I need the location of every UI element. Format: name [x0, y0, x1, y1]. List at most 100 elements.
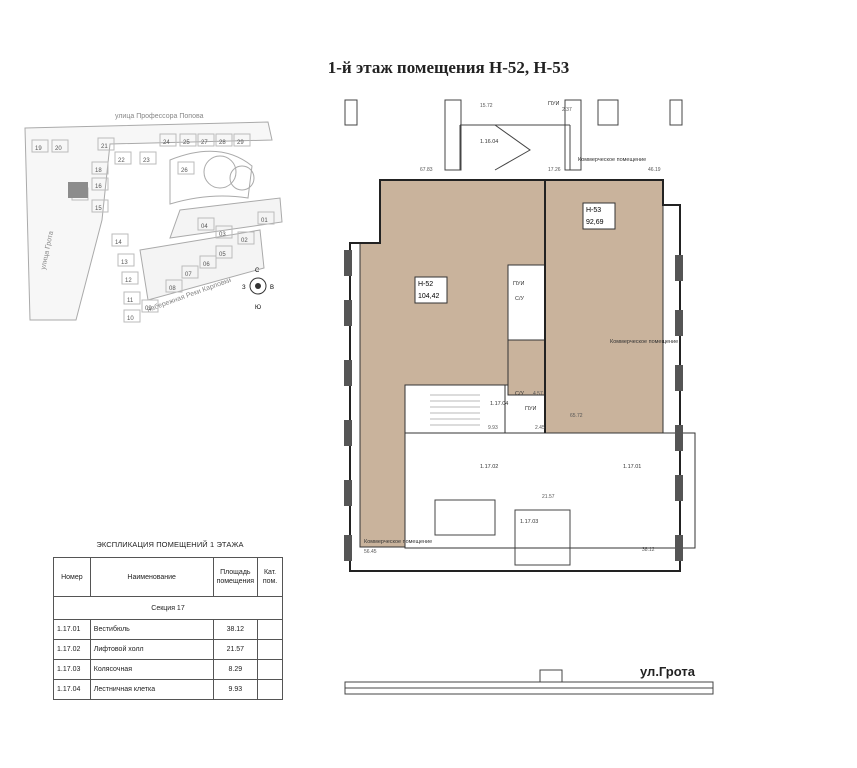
key-plan: улица Профессора Попова улица Грота набе…: [24, 113, 283, 323]
key-plan-section: [197, 133, 215, 147]
row-number: 1.17.01: [53, 619, 91, 640]
svg-text:С/У: С/У: [515, 391, 525, 397]
svg-text:ПУИ: ПУИ: [548, 101, 559, 107]
key-plan-section-number: 01: [261, 218, 268, 224]
key-plan-section-number: 05: [219, 252, 226, 258]
row-area: 8.29: [212, 659, 259, 680]
svg-text:46.19: 46.19: [648, 167, 661, 173]
table-row: 1.17.04 Лестничная клетка 9.93: [53, 679, 283, 700]
explication-table: Номер Наименование Площадь помещения Кат…: [53, 557, 283, 700]
unit-h53-id: Н-53: [586, 207, 601, 214]
svg-text:65.72: 65.72: [570, 413, 583, 419]
svg-text:1.17.01: 1.17.01: [623, 464, 641, 470]
unit-h52-id: Н-52: [418, 281, 433, 288]
key-plan-section: [233, 133, 251, 147]
key-plan-section: [31, 139, 49, 153]
key-plan-section-number: 03: [219, 232, 226, 238]
key-plan-section-number: 12: [125, 278, 132, 284]
key-plan-section-number: 15: [95, 206, 102, 212]
explication-title: ЭКСПЛИКАЦИЯ ПОМЕЩЕНИЙ 1 ЭТАЖА: [96, 540, 244, 549]
row-category: [257, 619, 283, 640]
key-plan-section-number: 22: [118, 158, 125, 164]
key-plan-section: [215, 133, 233, 147]
key-plan-section: [114, 151, 132, 165]
svg-text:С: С: [255, 268, 260, 274]
svg-text:1.17.02: 1.17.02: [480, 464, 498, 470]
svg-text:17.26: 17.26: [548, 167, 561, 173]
key-plan-section-number: 23: [143, 158, 150, 164]
svg-text:21.57: 21.57: [542, 494, 555, 500]
row-name: Лестничная клетка: [89, 679, 214, 700]
street-top-label: улица Профессора Попова: [115, 113, 204, 120]
header-category: Кат. пом.: [257, 557, 283, 597]
key-plan-section: [197, 217, 215, 231]
key-plan-section: [97, 137, 115, 151]
svg-text:Коммерческое помещение: Коммерческое помещение: [578, 157, 646, 163]
row-number: 1.17.02: [53, 639, 91, 660]
row-number: 1.17.03: [53, 659, 91, 680]
key-plan-section: [121, 271, 139, 285]
table-row: 1.17.02 Лифтовой холл 21.57: [53, 639, 283, 660]
row-number: 1.17.04: [53, 679, 91, 700]
facade-strip: [344, 669, 714, 695]
section-label: Секция 17: [53, 596, 283, 620]
row-area: 21.57: [212, 639, 259, 660]
key-plan-section: [111, 233, 129, 247]
table-header-row: Номер Наименование Площадь помещения Кат…: [53, 557, 283, 597]
key-plan-section: [91, 177, 109, 191]
key-plan-section: [181, 265, 199, 279]
key-plan-section-number: 10: [127, 316, 134, 322]
key-plan-section-number: 19: [35, 146, 42, 152]
key-plan-section: [177, 161, 195, 175]
row-category: [257, 679, 283, 700]
svg-text:1.16.04: 1.16.04: [480, 139, 498, 145]
key-plan-highlight: [68, 182, 88, 198]
key-plan-section-number: 16: [95, 184, 102, 190]
svg-text:38.12: 38.12: [642, 547, 655, 553]
key-plan-section-number: 24: [163, 140, 170, 146]
svg-text:67.83: 67.83: [420, 167, 433, 173]
key-plan-section: [139, 151, 157, 165]
key-plan-section-number: 18: [95, 168, 102, 174]
svg-text:56.45: 56.45: [364, 549, 377, 555]
key-plan-section-number: 14: [115, 240, 122, 246]
row-name: Лифтовой холл: [89, 639, 214, 660]
key-plan-section-number: 13: [121, 260, 128, 266]
key-plan-section: [117, 253, 135, 267]
key-plan-section-number: 21: [101, 144, 108, 150]
key-plan-section-number: 02: [241, 238, 248, 244]
key-plan-section: [91, 199, 109, 213]
key-plan-section: [257, 211, 275, 225]
key-plan-section-number: 29: [237, 140, 244, 146]
key-plan-section: [51, 139, 69, 153]
key-plan-section-number: 08: [169, 286, 176, 292]
row-category: [257, 639, 283, 660]
row-area: 38.12: [212, 619, 259, 640]
svg-text:Коммерческое помещение: Коммерческое помещение: [610, 339, 678, 345]
header-number: Номер: [53, 557, 91, 597]
key-plan-section: [159, 133, 177, 147]
svg-text:2.45: 2.45: [535, 425, 545, 431]
svg-text:Ю: Ю: [255, 305, 261, 311]
key-plan-section-number: 07: [185, 272, 192, 278]
floor-plan: Н-52 104,42 Н-53 92,69 Коммерческое поме…: [344, 99, 696, 572]
key-plan-section-number: 27: [201, 140, 208, 146]
table-row: 1.17.03 Колясочная 8.29: [53, 659, 283, 680]
svg-text:2.37: 2.37: [562, 107, 572, 113]
key-plan-section: [215, 245, 233, 259]
key-plan-section-number: 06: [203, 262, 210, 268]
street-label: ул.Грота: [640, 664, 695, 679]
header-area: Площадь помещения: [212, 557, 259, 597]
svg-text:Коммерческое помещение: Коммерческое помещение: [364, 539, 432, 545]
svg-text:4.57: 4.57: [533, 391, 543, 397]
svg-text:1.17.04: 1.17.04: [490, 401, 508, 407]
header-name: Наименование: [89, 557, 214, 597]
svg-text:1.17.03: 1.17.03: [520, 519, 538, 525]
row-area: 9.93: [212, 679, 259, 700]
key-plan-section-number: 28: [219, 140, 226, 146]
key-plan-section: [123, 309, 141, 323]
key-plan-section: [141, 299, 159, 313]
svg-text:З: З: [242, 285, 246, 291]
key-plan-section-number: 20: [55, 146, 62, 152]
key-plan-section-number: 25: [183, 140, 190, 146]
